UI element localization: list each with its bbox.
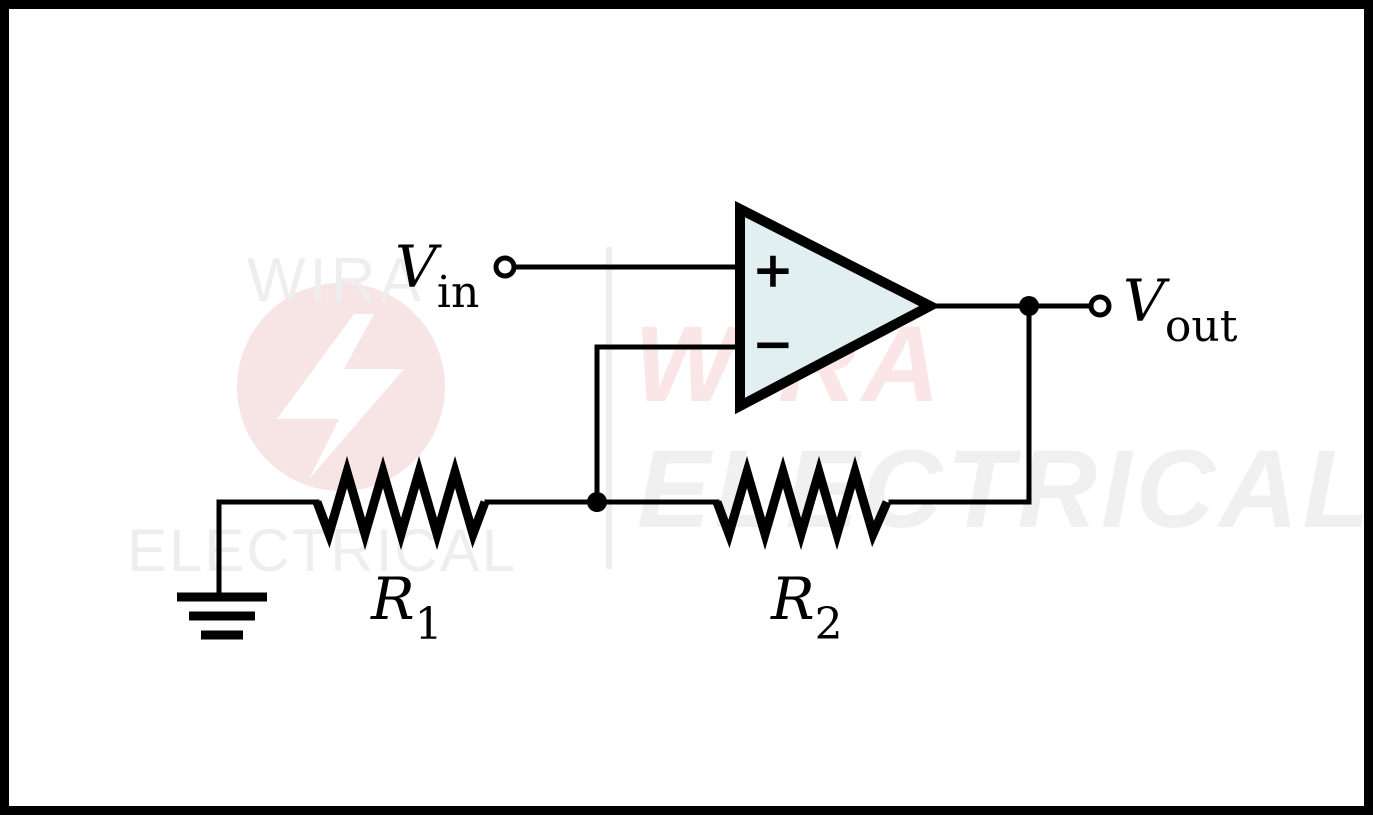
wires (216, 264, 1094, 597)
watermark-bolt-icon (277, 314, 404, 479)
r2-label: R2 (770, 565, 843, 650)
ground-icon (177, 592, 267, 640)
vout-label: Vout (1123, 267, 1238, 352)
r1-label: R1 (370, 565, 443, 650)
vout-label-main: V (1123, 267, 1170, 335)
vin-label: Vin (395, 233, 479, 318)
junction-node-output (1019, 296, 1039, 316)
watermark-small-top: WIRA (247, 246, 425, 315)
circuit-diagram: WIRA ELECTRICAL WIRA ELECTRICAL + − (127, 200, 1373, 650)
vin-label-sub: in (437, 267, 479, 318)
wire-r2-output (888, 303, 1032, 505)
resistor-r1 (312, 455, 490, 551)
r2-label-main: R (770, 565, 815, 633)
wire-feedback-inverting (594, 344, 740, 505)
resistor-r2 (712, 455, 892, 551)
wire-ground (216, 499, 320, 597)
vin-terminal (493, 255, 517, 279)
opamp-plus-symbol: + (752, 240, 794, 299)
watermark-large-bottom: ELECTRICAL (637, 428, 1373, 551)
r2-label-sub: 2 (815, 599, 843, 650)
watermark-small-bottom: ELECTRICAL (127, 517, 517, 584)
vout-label-sub: out (1165, 301, 1238, 352)
junction-node-inverting (587, 492, 607, 512)
vin-label-main: V (395, 233, 442, 301)
opamp-triangle (735, 200, 941, 415)
r1-label-sub: 1 (415, 599, 443, 650)
r1-label-main: R (370, 565, 415, 633)
opamp-minus-symbol: − (752, 314, 794, 373)
vout-terminal (1088, 294, 1112, 318)
